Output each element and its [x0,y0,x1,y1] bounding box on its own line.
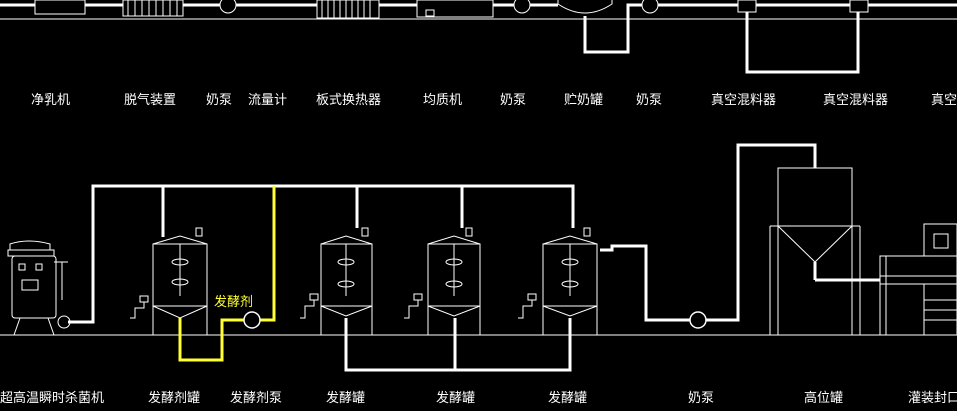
label-milk-pump-3: 奶泵 [636,93,663,108]
starter-culture-line [178,186,276,362]
label-plate-exchanger: 板式换热器 [316,93,382,108]
uht-sterilizer [7,240,71,336]
fermentation-tank-3 [518,227,598,335]
label-homogenizer: 均质机 [423,93,463,108]
label-fermenter-3: 发酵罐 [548,391,588,406]
label-vacuum-mixer-2: 真空混料器 [823,93,889,108]
deaerator-frame [122,0,184,17]
top-equipment-row [34,0,869,19]
label-storage-tank: 贮奶罐 [564,93,604,108]
fermenter-to-pump-pipe [600,244,690,322]
pump-to-header-pipe [706,143,817,322]
label-transfer-pump: 奶泵 [688,391,715,406]
top-milk-pump-3 [641,0,659,14]
top-milk-pump-1 [219,0,237,14]
homogenizer [416,0,494,18]
vacuum-mixer-2-top [849,0,869,13]
label-fermenter-2: 发酵罐 [436,391,476,406]
label-starter-pump: 发酵剂泵 [230,391,283,406]
label-fermenter-1: 发酵罐 [326,391,366,406]
label-head-tank: 高位罐 [804,391,844,406]
label-vacuum-partial: 真空 [931,93,957,108]
label-clarifier: 净乳机 [31,93,71,108]
filling-sealing-machine [879,223,957,336]
starter-pump [243,311,261,329]
storage-tank-bottom [557,0,613,14]
clarifier-base [34,0,86,15]
label-starter-tank: 发酵剂罐 [148,391,201,406]
label-filling-sealing: 灌装封口 [908,391,957,406]
vacuum-mixer-1-top [737,0,757,13]
fermenter-collect-pipe [344,318,572,372]
label-vacuum-mixer-1: 真空混料器 [711,93,777,108]
plate-heat-exchanger [316,0,380,19]
label-milk-pump-1: 奶泵 [206,93,233,108]
label-deaerator: 脱气装置 [124,93,177,108]
top-milk-pump-2 [513,0,531,14]
label-flow-meter: 流量计 [248,93,288,108]
fermentation-tank-2 [404,227,481,335]
transfer-milk-pump [689,311,707,329]
fermentation-tank-1 [300,227,373,335]
label-uht-sterilizer: 超高温瞬时杀菌机 [0,391,105,406]
top-pipes [0,3,957,74]
bottom-pipes [68,143,880,372]
head-tank [769,167,861,335]
uht-outlet-pipe [68,184,575,324]
label-starter-culture: 发酵剂 [214,295,254,310]
uht-outlet-pump [57,315,71,329]
starter-tank [130,227,208,335]
label-milk-pump-2: 奶泵 [500,93,527,108]
